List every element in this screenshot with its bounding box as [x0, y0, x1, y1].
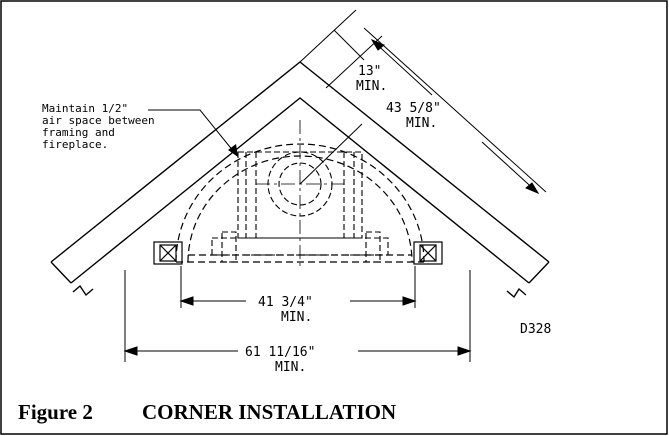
depth-dim-qualifier: MIN. [356, 79, 387, 94]
figure-number: Figure 2 [18, 400, 93, 424]
outer-width-dim-qualifier: MIN. [275, 360, 306, 375]
drawing-code: D328 [520, 322, 551, 337]
air-space-leader [148, 109, 235, 153]
framing-block-left [153, 241, 183, 265]
diagonal-dimension [363, 27, 547, 195]
air-space-note-line-4: fireplace. [42, 138, 108, 151]
air-space-note-line-1: Maintain 1/2" [42, 102, 128, 115]
outer-width-dim-value: 61 11/16" [245, 345, 315, 360]
outer-width-dimension [123, 270, 472, 362]
inner-width-dim-qualifier: MIN. [281, 310, 312, 325]
figure-caption: Figure 2 CORNER INSTALLATION [18, 400, 396, 430]
framing-block-right [413, 241, 443, 265]
depth-dimension [299, 9, 383, 89]
depth-dim-value: 13" [358, 64, 381, 79]
air-space-note-line-3: framing and [42, 126, 115, 139]
diagonal-dim-value: 43 5/8" [386, 101, 441, 116]
air-space-note-line-2: air space between [42, 114, 155, 127]
diagonal-dim-qualifier: MIN. [406, 116, 437, 131]
figure-title: CORNER INSTALLATION [142, 400, 397, 424]
inner-width-dimension [179, 266, 417, 308]
inner-width-dim-value: 41 3/4" [258, 295, 313, 310]
air-space-leader-arrow [228, 144, 238, 157]
diagonal-dim-leader [299, 123, 363, 185]
